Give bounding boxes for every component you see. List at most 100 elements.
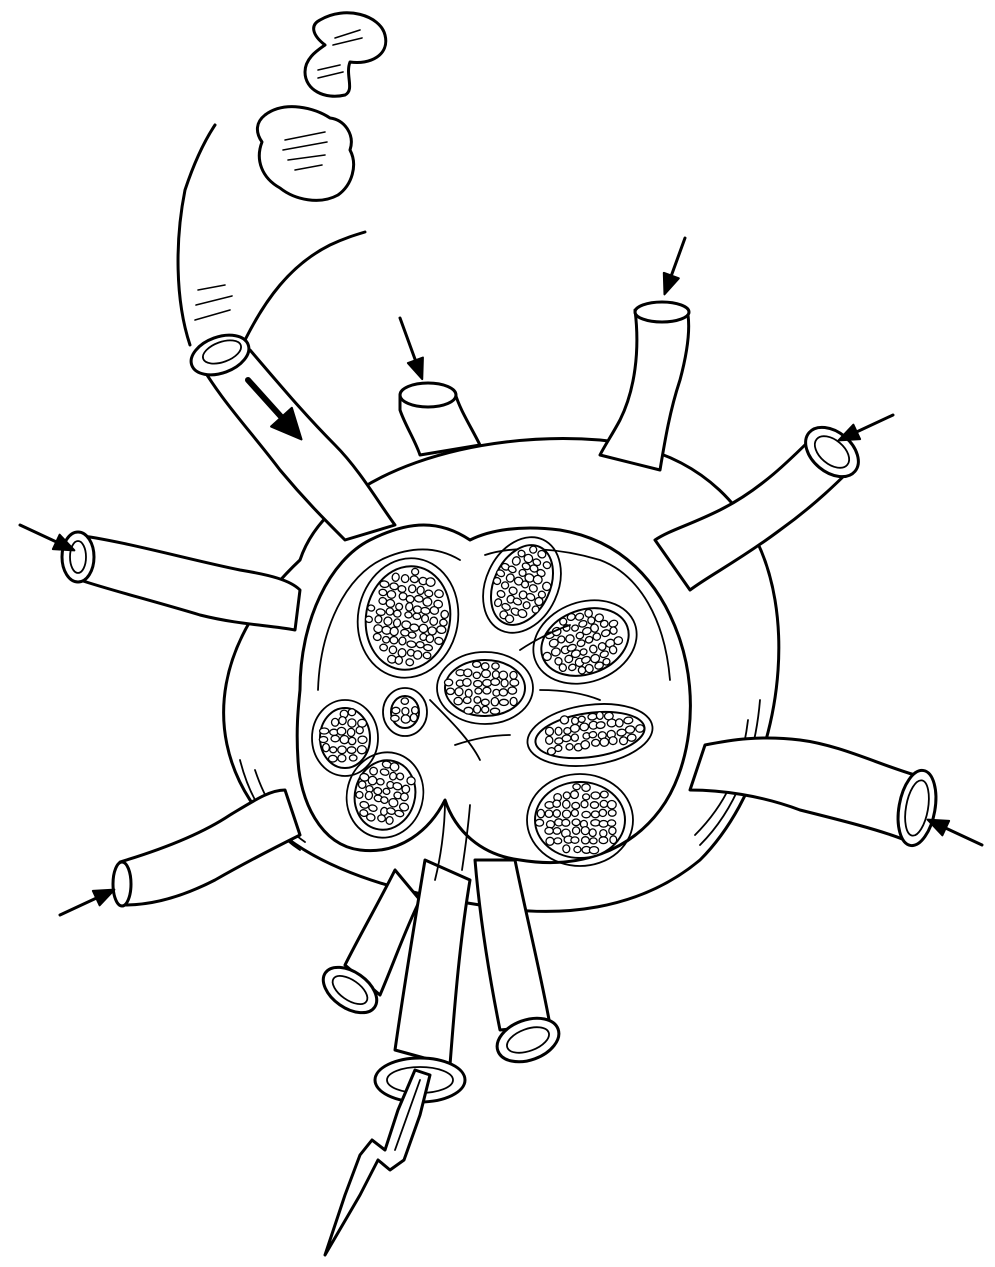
follicle-cell <box>635 724 644 732</box>
follicle-cell <box>590 838 597 844</box>
follicle-cell <box>474 681 482 687</box>
follicle-cell <box>627 734 636 742</box>
follicle-cell <box>339 717 346 725</box>
follicle-cell <box>589 829 596 837</box>
follicle-cell <box>623 717 633 725</box>
follicle-cell <box>600 800 608 807</box>
follicle <box>437 652 533 724</box>
follicle-cell <box>349 755 357 761</box>
follicle-cell <box>405 658 414 666</box>
follicle-cell <box>608 810 616 817</box>
follicle-cell <box>546 837 554 845</box>
follicle-cell <box>608 820 616 826</box>
follicle-cell <box>571 810 578 817</box>
follicle-cell <box>391 715 399 721</box>
follicle-cell <box>572 819 580 826</box>
follicle-cell <box>412 707 419 714</box>
follicle-cell <box>367 604 375 611</box>
follicle-cell <box>591 820 600 826</box>
follicle-cell <box>379 644 388 652</box>
follicle-cell <box>356 727 363 734</box>
follicle-cell <box>398 637 406 646</box>
follicle-cell <box>545 827 553 834</box>
follicle-cell <box>501 679 508 687</box>
follicle-cell <box>412 613 421 620</box>
follicle-cell <box>406 595 415 603</box>
follicle-cell <box>411 568 419 576</box>
follicle-cell <box>382 788 390 796</box>
follicle-cell <box>590 802 598 809</box>
follicle-cell <box>482 706 489 713</box>
follicle-cell <box>547 821 555 828</box>
follicle-cell <box>566 743 574 750</box>
follicle-cell <box>591 792 600 799</box>
follicle-cell <box>386 599 396 608</box>
follicle-cell <box>562 819 570 826</box>
follicle-cell <box>329 755 338 762</box>
follicle-cell <box>429 617 438 626</box>
follicle-cell <box>572 802 580 809</box>
follicle-cell <box>619 736 628 745</box>
follicle-cell <box>338 746 347 754</box>
follicle-cell <box>562 734 572 742</box>
follicle-cell <box>393 610 401 618</box>
follicle-cell <box>401 698 408 704</box>
follicle-cell <box>483 680 492 687</box>
follicle-cell <box>387 590 397 599</box>
follicle-cell <box>578 716 586 723</box>
follicle-cell <box>331 735 339 741</box>
follicle-cell <box>348 737 355 744</box>
follicle-cell <box>499 699 508 705</box>
follicle-cell <box>348 719 356 727</box>
follicle-cell <box>358 719 367 727</box>
follicle-cell <box>553 810 560 818</box>
follicle-cell <box>581 801 588 808</box>
follicle-cell <box>483 687 491 694</box>
follicle-cell <box>455 688 463 696</box>
follicle-cell <box>589 731 597 738</box>
follicle-cell <box>581 827 589 835</box>
follicle-cell <box>463 679 471 687</box>
follicle-cell <box>545 736 553 745</box>
follicle-cell <box>357 746 366 754</box>
follicle-cell <box>508 687 517 694</box>
afferent-vessel-left <box>62 532 300 630</box>
follicle-cell <box>475 688 482 694</box>
follicle-cell <box>408 584 416 593</box>
follicle-cell <box>447 688 455 694</box>
follicle-cell <box>401 715 410 723</box>
follicle-cell <box>445 679 453 686</box>
follicle-cell <box>348 709 355 716</box>
follicle-cell <box>510 671 517 679</box>
follicle-cell <box>571 837 579 843</box>
follicle-cell <box>365 616 373 623</box>
follicle-cell <box>492 671 499 679</box>
follicle-cell <box>337 727 346 735</box>
follicle-cell <box>600 738 610 747</box>
follicle-cell <box>579 723 589 732</box>
afferent-vessel-right-lower <box>690 738 941 849</box>
follicle-cell <box>332 718 339 726</box>
vessel-cross-section-top <box>305 13 386 97</box>
follicle-cell <box>560 715 569 724</box>
afferent-vessel-lower-left <box>113 790 300 906</box>
follicle-cell <box>582 811 591 817</box>
follicle-cell <box>373 633 382 641</box>
follicle-cell <box>510 697 517 705</box>
follicle-cell <box>482 670 491 678</box>
follicle-cell <box>386 607 395 615</box>
follicle-cell <box>323 744 330 752</box>
follicle-cell <box>464 707 473 714</box>
follicle-cell <box>418 624 428 634</box>
follicle-cell <box>481 699 489 705</box>
follicle-cell <box>553 800 561 807</box>
follicle-cell <box>600 830 607 837</box>
follicle-cell <box>426 634 435 643</box>
follicle-cell <box>609 736 618 745</box>
follicle-cell <box>464 669 472 677</box>
follicle-cell <box>600 791 608 798</box>
follicle-cell <box>571 734 579 742</box>
follicle-cell <box>454 697 462 704</box>
follicle-cell <box>553 828 561 835</box>
